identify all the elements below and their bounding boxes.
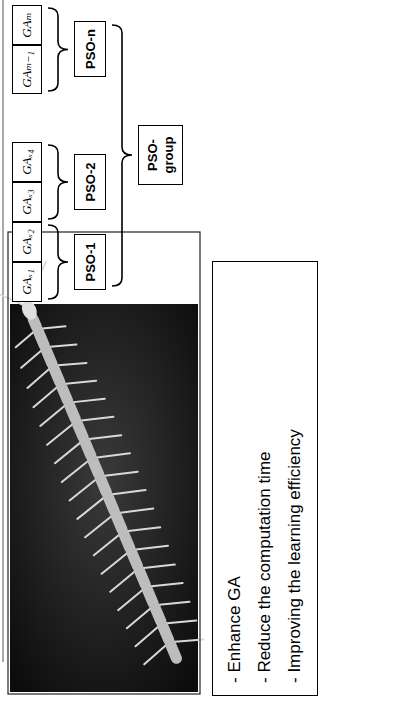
ga-label: GAₘ₋₁ — [19, 51, 35, 88]
centipede-photo — [0, 232, 211, 694]
pso-box: PSO-2 — [74, 154, 106, 210]
pso-label: PSO-n — [83, 29, 98, 69]
ga-label: GAₓ₁ — [19, 269, 35, 295]
ga-box: GAₓ₁ — [12, 262, 42, 302]
pso-label: PSO-2 — [83, 163, 98, 202]
grouping-brace — [48, 8, 132, 299]
ga-box: GAₓ₄ — [12, 142, 42, 182]
ga-box: GAₓ₂ — [12, 222, 42, 262]
grouping-brace — [48, 8, 68, 91]
pso-box: PSO-n — [74, 21, 106, 77]
bullet-item: - Reduce the computation time — [250, 451, 280, 683]
ga-box: GAₓ₃ — [12, 182, 42, 222]
grouping-brace — [48, 225, 68, 299]
pso-group-box: PSO-group — [138, 125, 183, 185]
ga-box: GAₘ — [12, 5, 42, 45]
margin-line — [3, 0, 4, 662]
grouping-brace — [48, 145, 68, 219]
ga-label: GAₓ₃ — [19, 189, 35, 215]
ga-label: GAₓ₄ — [19, 149, 35, 175]
grouping-brace — [112, 25, 132, 286]
ga-box: GAₘ₋₁ — [12, 45, 42, 94]
pso-group-label: PSO-group — [145, 132, 176, 178]
bullet-item: - Improving the learning efficiency — [280, 429, 310, 683]
pso-label: PSO-1 — [83, 243, 98, 282]
ga-label: GAₘ — [19, 12, 35, 37]
ga-label: GAₓ₂ — [19, 229, 35, 255]
bullet-item: - Enhance GA — [220, 576, 250, 683]
benefit-box: - Enhance GA- Reduce the computation tim… — [212, 261, 318, 696]
pso-box: PSO-1 — [74, 234, 106, 290]
